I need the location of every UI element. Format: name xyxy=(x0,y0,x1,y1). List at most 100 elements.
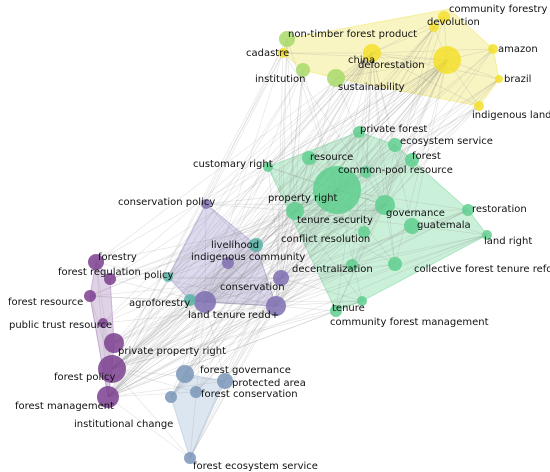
node-livelihood xyxy=(249,238,263,252)
edge xyxy=(294,210,363,302)
node-agroforestry xyxy=(184,294,196,306)
node-label: private forest xyxy=(360,124,427,135)
node-label: property right xyxy=(268,193,338,204)
edge xyxy=(89,277,282,297)
edge xyxy=(113,59,448,344)
node-tenure-security xyxy=(286,202,304,220)
edge xyxy=(204,244,257,303)
node-china xyxy=(363,44,381,62)
edge xyxy=(204,203,207,303)
node-label: land tenure xyxy=(188,310,246,321)
node-label: forest regulation xyxy=(58,267,141,278)
edge xyxy=(167,189,338,278)
edge xyxy=(170,52,373,398)
node-forest-regulation xyxy=(104,273,116,285)
node-label: forestry xyxy=(98,252,137,263)
edge xyxy=(184,301,206,375)
node-label: brazil xyxy=(504,74,531,85)
node-protected-area xyxy=(217,373,233,389)
edge xyxy=(294,210,396,265)
edge xyxy=(109,210,296,280)
edge xyxy=(280,231,365,279)
node-label: governance xyxy=(386,208,445,219)
edge xyxy=(351,52,373,266)
node-devolution xyxy=(429,22,439,32)
edge xyxy=(205,59,448,205)
edge xyxy=(107,159,413,398)
node-ecosystem-service xyxy=(388,138,402,152)
node-property-right xyxy=(313,166,361,214)
edge xyxy=(204,204,386,303)
node-label: customary right xyxy=(193,159,273,170)
edge xyxy=(275,300,363,307)
node-label: conflict resolution xyxy=(281,234,370,245)
edge xyxy=(384,105,480,206)
edge xyxy=(195,305,277,393)
edge xyxy=(227,52,373,264)
edge xyxy=(204,234,488,303)
edge xyxy=(107,171,367,398)
edge xyxy=(275,77,337,307)
node-land-right xyxy=(482,230,492,240)
edge xyxy=(107,244,257,398)
edge xyxy=(184,210,296,375)
edge xyxy=(411,59,448,227)
node-label: devolution xyxy=(427,17,480,28)
edge xyxy=(224,305,277,382)
edge xyxy=(184,277,282,375)
edge xyxy=(189,204,386,301)
edge xyxy=(170,59,448,398)
node-sustainability xyxy=(327,69,345,87)
edge xyxy=(275,52,284,307)
edge xyxy=(204,263,396,303)
edge xyxy=(102,52,373,324)
edge xyxy=(167,59,448,278)
edge xyxy=(195,52,373,393)
node-label: tenure xyxy=(332,303,365,314)
node-guatemala xyxy=(404,218,420,234)
edge xyxy=(371,52,396,265)
edge xyxy=(365,59,448,173)
edge xyxy=(95,261,277,307)
node-label: ecosystem service xyxy=(400,136,493,147)
edge xyxy=(184,204,386,375)
node-non-timber-forest-product xyxy=(279,31,295,47)
node-label: community forestry xyxy=(449,4,547,15)
edge xyxy=(184,59,448,375)
edge xyxy=(394,59,448,265)
edge xyxy=(111,225,413,370)
edge xyxy=(111,368,226,382)
edge xyxy=(384,16,445,206)
node-forestry xyxy=(88,254,104,270)
edge xyxy=(109,204,386,280)
node-label: cadastre xyxy=(246,48,289,59)
edge xyxy=(371,52,396,146)
edge xyxy=(102,204,386,324)
edge xyxy=(294,210,365,233)
edge xyxy=(184,189,338,375)
edge xyxy=(107,305,277,398)
node-label: forest governance xyxy=(200,365,291,376)
node-collective-forest-tenure-reform xyxy=(388,257,402,271)
edge xyxy=(107,300,363,398)
edge xyxy=(267,166,282,279)
node-policy xyxy=(163,272,173,282)
edge xyxy=(204,166,269,303)
edge xyxy=(107,380,226,398)
edge xyxy=(107,77,337,398)
edge xyxy=(107,396,191,459)
edge xyxy=(113,204,386,344)
node-institution xyxy=(296,63,310,77)
edge xyxy=(107,277,282,398)
edge xyxy=(227,262,277,307)
node-label: forest xyxy=(412,151,441,162)
edge xyxy=(111,301,206,370)
node-cadastre xyxy=(278,48,288,58)
edge xyxy=(280,159,413,279)
node-indigenous-land xyxy=(474,101,484,111)
node-label: livelihood xyxy=(211,240,259,251)
edge xyxy=(294,69,304,212)
edge xyxy=(111,210,296,370)
node-tenure xyxy=(357,296,367,306)
